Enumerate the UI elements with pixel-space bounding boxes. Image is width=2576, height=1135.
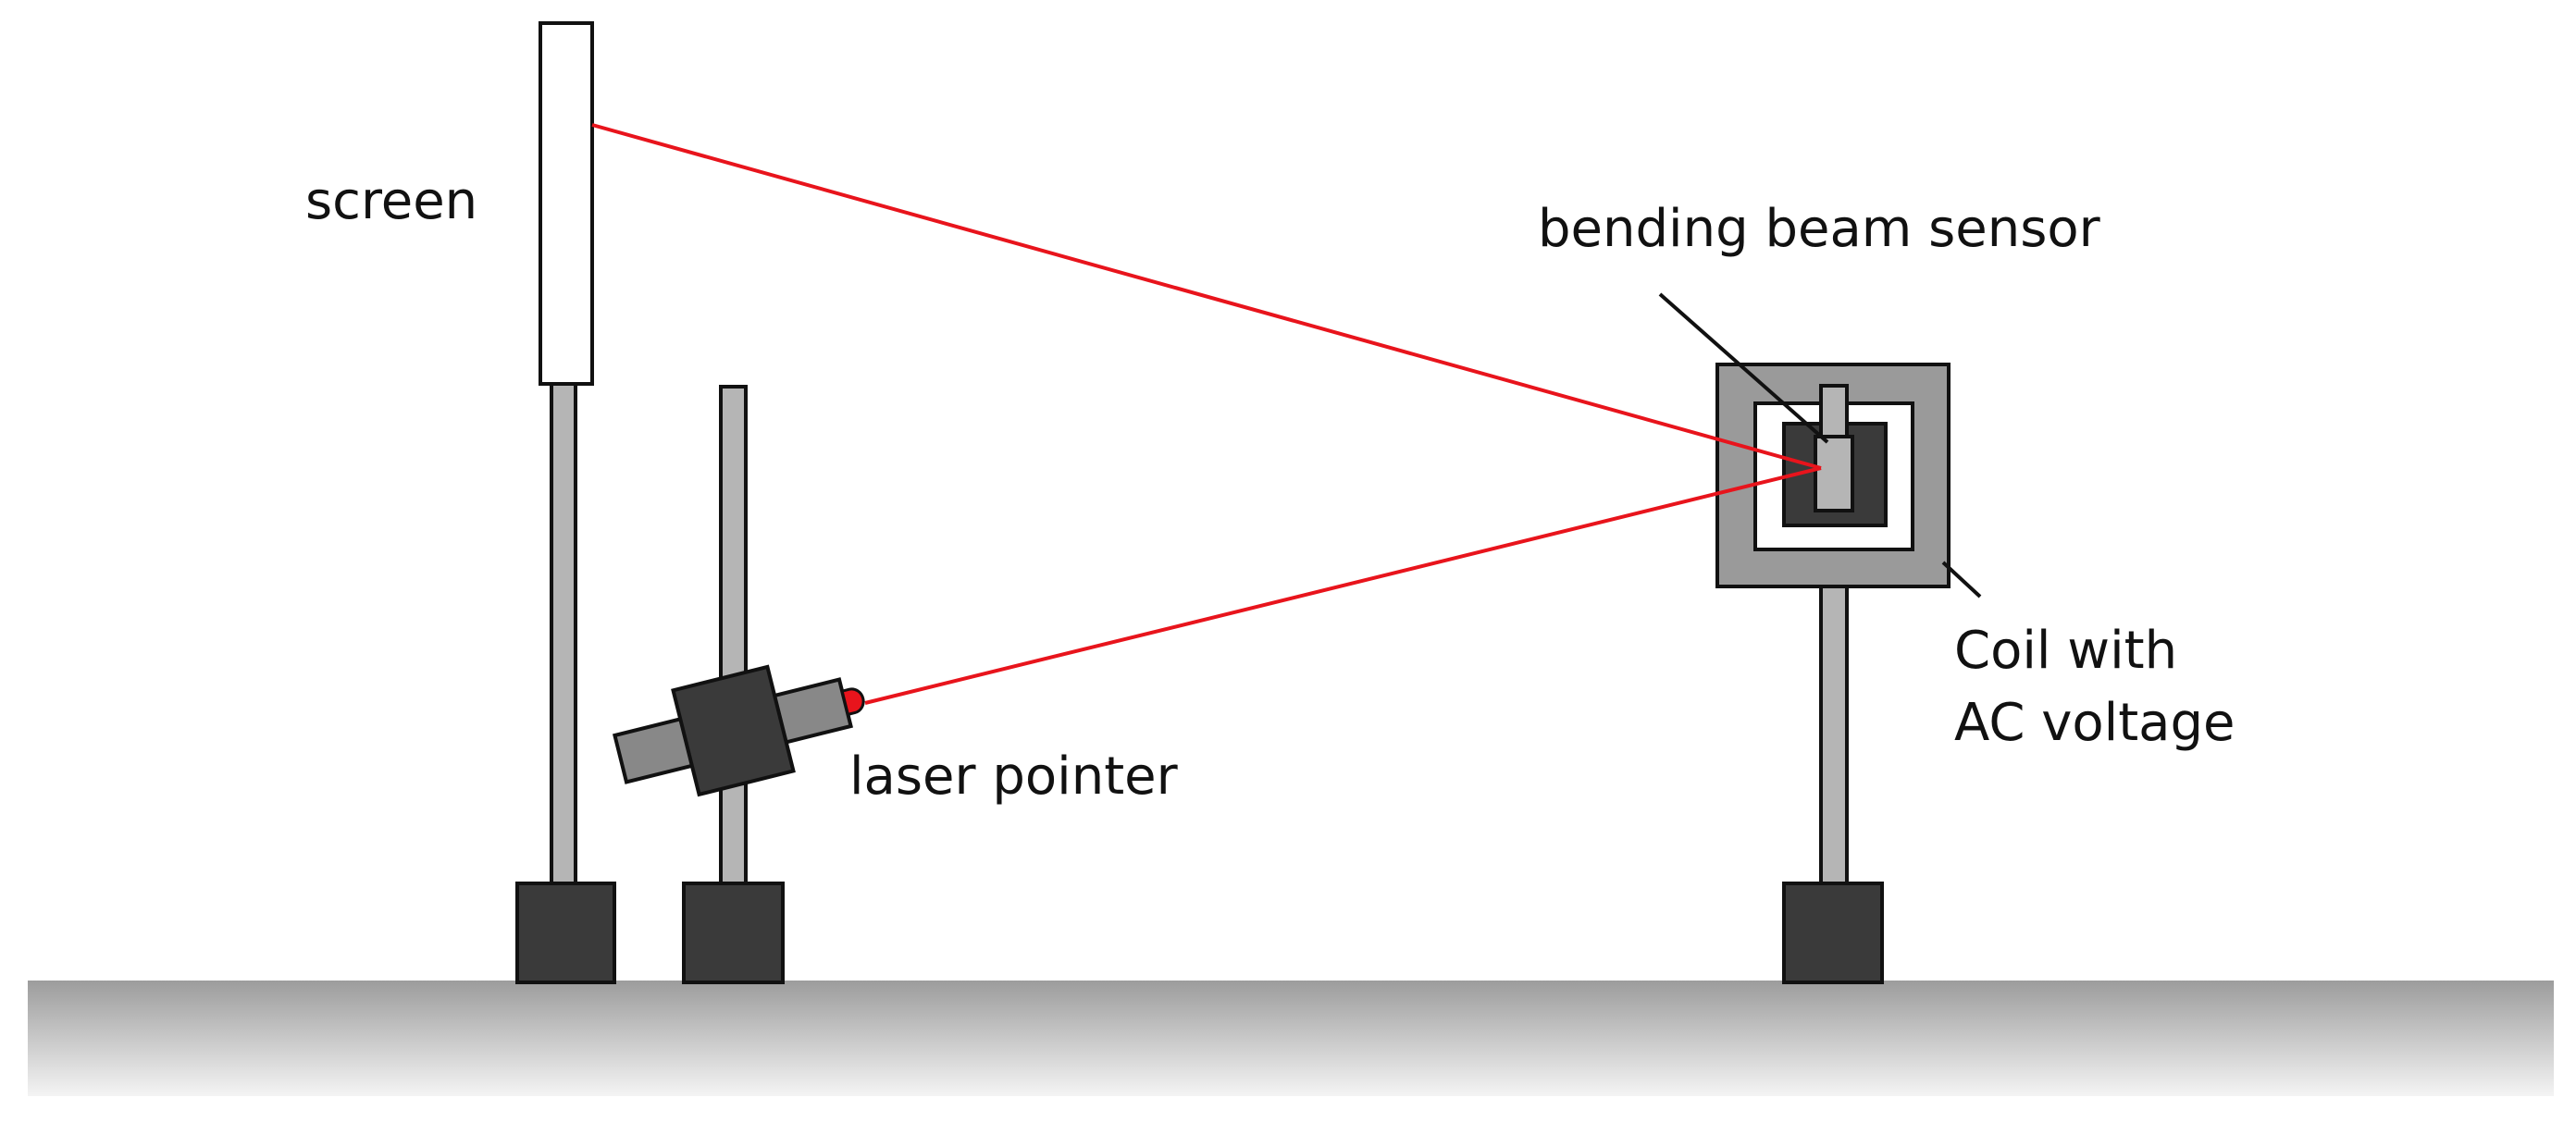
screen-label: screen <box>305 171 477 231</box>
coil-leader-line <box>1941 561 1982 598</box>
coil-label-line2: AC voltage <box>1954 693 2235 753</box>
screen-post <box>550 380 577 888</box>
laser-pointer-label: laser pointer <box>849 746 1179 807</box>
bending-beam-sensor-label: bending beam sensor <box>1538 199 2101 259</box>
bending-beam-sensor-icon <box>1814 435 1854 512</box>
laser-beam-incident <box>864 466 1822 705</box>
laser-mount <box>671 664 796 797</box>
laser-beam-reflected <box>591 123 1822 470</box>
screen-panel <box>539 21 594 386</box>
laser-post <box>719 385 748 888</box>
coil-icon <box>1715 363 1951 588</box>
laser-base <box>682 882 785 984</box>
screen-stand <box>515 21 616 984</box>
sensor-beam-upper <box>1819 384 1849 443</box>
laser-pointer-icon <box>612 664 865 797</box>
screen-base <box>515 882 616 984</box>
floor <box>28 981 2554 1096</box>
laser-tip <box>840 687 865 717</box>
sensor-leader-line <box>1658 292 1829 444</box>
laser-beam <box>591 123 1822 705</box>
coil-label-line1: Coil with <box>1954 621 2177 681</box>
laser-stand <box>682 385 785 984</box>
sensor-base <box>1782 882 1884 984</box>
